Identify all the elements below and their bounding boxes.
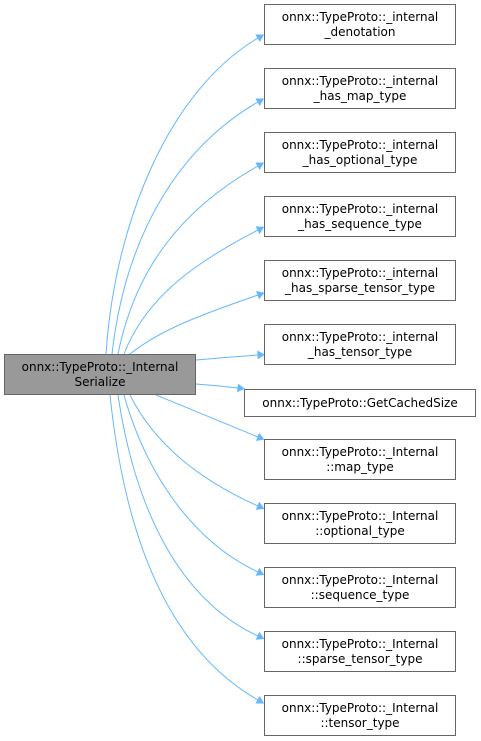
callee-label-line2: ::sparse_tensor_type [297, 651, 423, 666]
callee-label-line1: onnx::TypeProto::_internal [281, 137, 439, 152]
call-edge-3 [123, 229, 259, 355]
callee-node-tensor-type[interactable]: onnx::TypeProto::_Internal ::tensor_type [264, 695, 456, 736]
arrowhead-icon [256, 291, 265, 300]
arrowhead-icon [255, 226, 265, 235]
callee-label-line2: _has_tensor_type [307, 344, 413, 359]
arrowhead-icon [255, 162, 265, 171]
arrowhead-icon [257, 350, 265, 360]
callee-label-line2: ::map_type [326, 459, 394, 474]
arrowhead-icon [255, 432, 265, 441]
arrowhead-icon [255, 501, 265, 510]
callee-node-get-cached-size[interactable]: onnx::TypeProto::GetCachedSize [244, 389, 476, 417]
callee-label-line2: _has_map_type [313, 88, 407, 103]
callee-node-sequence-type[interactable]: onnx::TypeProto::_Internal ::sequence_ty… [264, 567, 456, 608]
callee-label-line2: _denotation [324, 24, 396, 39]
arrowhead-icon [255, 98, 265, 107]
callee-label-line1: onnx::TypeProto::_Internal [281, 700, 439, 715]
call-edge-7 [155, 394, 259, 438]
callee-label-line1: onnx::TypeProto::_internal [281, 201, 439, 216]
callee-node-map-type[interactable]: onnx::TypeProto::_Internal ::map_type [264, 439, 456, 480]
root-function-node[interactable]: onnx::TypeProto::_Internal Serialize [4, 354, 196, 395]
callee-node-denotation[interactable]: onnx::TypeProto::_internal _denotation [264, 4, 456, 45]
call-edge-0 [105, 37, 259, 355]
callee-label-line2: ::tensor_type [320, 715, 400, 730]
callee-label-line1: onnx::TypeProto::_internal [281, 329, 439, 344]
callee-node-has-sparse-tensor-type[interactable]: onnx::TypeProto::_internal _has_sparse_t… [264, 260, 456, 301]
callee-label-line2: _has_sequence_type [298, 216, 422, 231]
callee-label-line1: onnx::TypeProto::_internal [281, 265, 439, 280]
callee-label-line1: onnx::TypeProto::_Internal [281, 444, 439, 459]
callee-node-has-tensor-type[interactable]: onnx::TypeProto::_internal _has_tensor_t… [264, 324, 456, 365]
callee-node-sparse-tensor-type[interactable]: onnx::TypeProto::_Internal ::sparse_tens… [264, 631, 456, 672]
call-edge-11 [109, 394, 259, 701]
callee-label-line2: _has_optional_type [302, 152, 418, 167]
callee-label-line2: _has_sparse_tensor_type [284, 280, 436, 295]
callee-label-line2: ::sequence_type [310, 587, 410, 602]
arrowhead-icon [255, 695, 265, 704]
call-edge-10 [117, 394, 259, 637]
root-function-label-line1: onnx::TypeProto::_Internal [21, 359, 179, 374]
callee-label-line1: onnx::TypeProto::_internal [281, 73, 439, 88]
callee-label-line1: onnx::TypeProto::GetCachedSize [262, 395, 458, 410]
arrowhead-icon [255, 34, 265, 43]
root-function-label-line2: Serialize [74, 374, 126, 389]
callee-label-line1: onnx::TypeProto::_Internal [281, 572, 439, 587]
arrowhead-icon [255, 567, 265, 576]
arrowhead-icon [237, 383, 245, 393]
call-edge-6 [195, 383, 239, 389]
callee-label-line1: onnx::TypeProto::_Internal [281, 508, 439, 523]
callee-label-line1: onnx::TypeProto::_internal [281, 9, 439, 24]
callee-label-line1: onnx::TypeProto::_Internal [281, 636, 439, 651]
callee-node-has-sequence-type[interactable]: onnx::TypeProto::_internal _has_sequence… [264, 196, 456, 237]
callee-node-has-map-type[interactable]: onnx::TypeProto::_internal _has_map_type [264, 68, 456, 109]
arrowhead-icon [255, 631, 265, 640]
callee-node-optional-type[interactable]: onnx::TypeProto::_Internal ::optional_ty… [264, 503, 456, 544]
call-edge-1 [111, 101, 259, 355]
call-edge-2 [117, 165, 259, 355]
call-edge-4 [129, 294, 259, 355]
call-edge-8 [129, 394, 259, 507]
call-edge-9 [123, 394, 259, 573]
callee-node-has-optional-type[interactable]: onnx::TypeProto::_internal _has_optional… [264, 132, 456, 173]
callee-label-line2: ::optional_type [315, 523, 405, 538]
